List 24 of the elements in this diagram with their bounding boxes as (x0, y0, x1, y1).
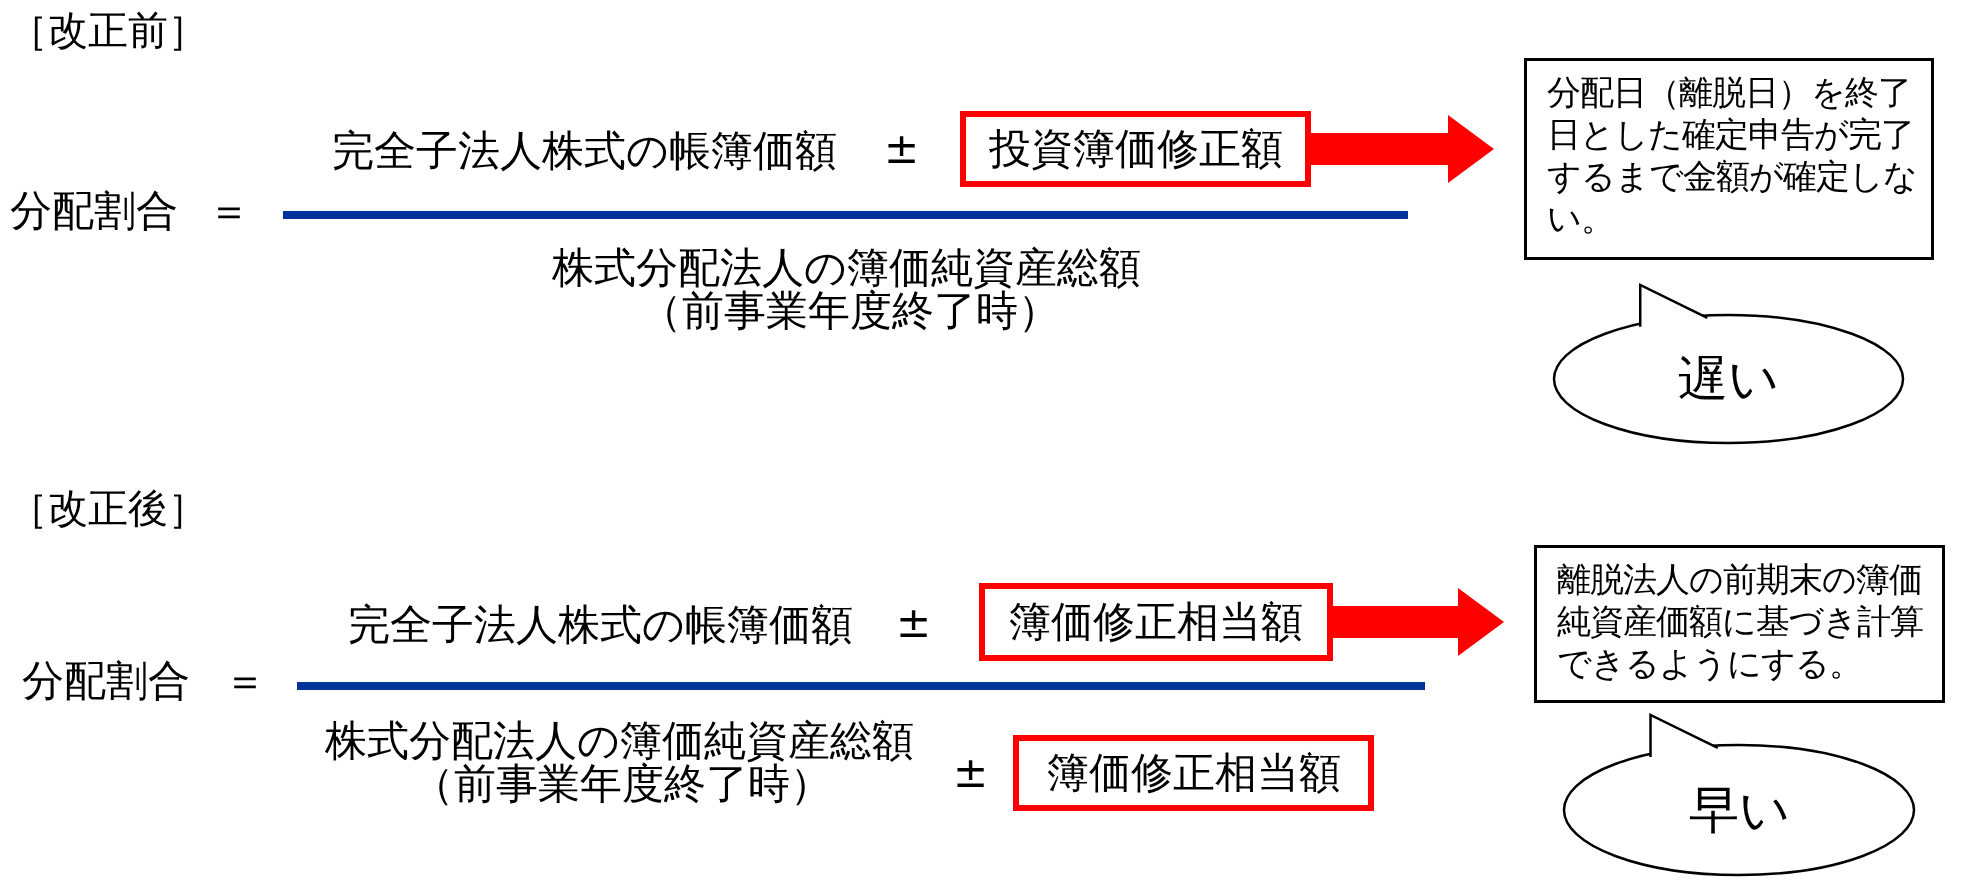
formula-text: ＝ (224, 660, 266, 702)
formula-text: 完全子法人株式の帳簿価額 (348, 604, 853, 646)
formula-text: ＝ (208, 190, 250, 232)
formula-text: 分配割合 (22, 660, 190, 702)
note-box: 分配日（離脱日）を終了日とした確定申告が完了するまで金額が確定しない。 (1524, 58, 1934, 260)
formula-text: ± (896, 602, 932, 644)
highlight-box: 簿価修正相当額 (1013, 735, 1374, 811)
formula-text: 株式分配法人の簿価純資産総額 (552, 247, 1141, 289)
formula-text: （前事業年度終了時） (640, 290, 1060, 332)
block-arrow (1333, 588, 1504, 656)
formula-text: （前事業年度終了時） (412, 763, 832, 805)
note-box: 離脱法人の前期末の簿価純資産価額に基づき計算できるようにする。 (1534, 545, 1945, 703)
bubble-text: 遅い (1678, 354, 1779, 404)
formula-text: 完全子法人株式の帳簿価額 (332, 130, 837, 172)
formula-text: 分配割合 (10, 190, 178, 232)
block-arrow (1311, 115, 1494, 183)
formula-text: ± (953, 752, 989, 794)
formula-text: 株式分配法人の簿価純資産総額 (325, 720, 914, 762)
highlight-box: 簿価修正相当額 (979, 583, 1333, 661)
bubble-text: 早い (1688, 785, 1790, 835)
formula-text: ［改正前］ (8, 10, 208, 50)
highlight-box: 投資簿価修正額 (960, 111, 1311, 187)
formula-text: ± (884, 128, 920, 170)
formula-text: ［改正後］ (8, 488, 208, 528)
